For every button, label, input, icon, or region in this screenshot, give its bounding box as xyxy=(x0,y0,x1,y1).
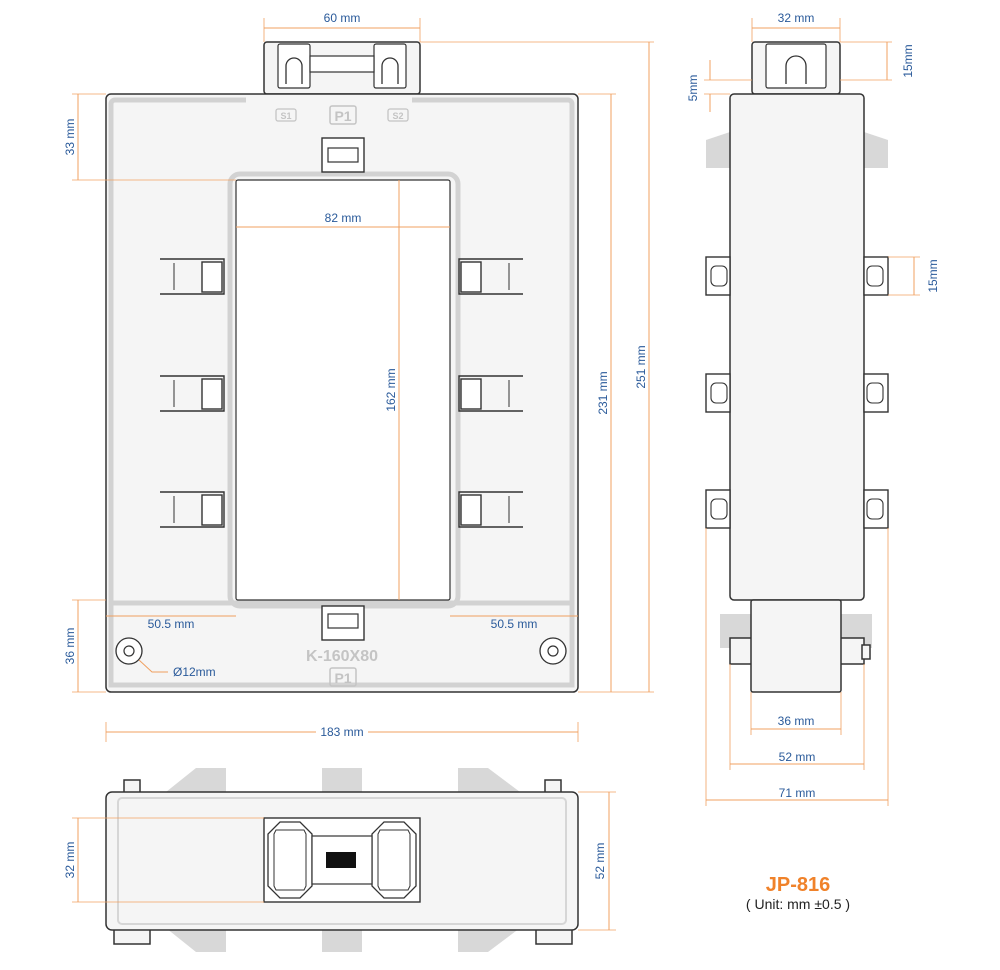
front-bottom-clip xyxy=(321,605,365,641)
dim-front-window-width: 82 mm xyxy=(236,211,450,228)
svg-text:60 mm: 60 mm xyxy=(324,11,361,25)
dim-front-top-width: 60 mm xyxy=(263,11,421,42)
bottom-tab-top-mid xyxy=(322,768,362,792)
front-model-marking: K-160X80 xyxy=(306,648,378,665)
dim-side-clip-height: 15mm xyxy=(888,256,940,296)
svg-text:36 mm: 36 mm xyxy=(63,628,77,665)
dim-front-window-height: 162 mm xyxy=(384,180,400,600)
svg-text:32 mm: 32 mm xyxy=(63,842,77,879)
svg-text:S1: S1 xyxy=(280,111,291,121)
dim-front-inner-height: 231 mm xyxy=(578,93,616,693)
svg-text:50.5 mm: 50.5 mm xyxy=(491,617,538,631)
svg-text:162 mm: 162 mm xyxy=(384,368,398,411)
side-base xyxy=(720,599,872,693)
svg-text:Ø12mm: Ø12mm xyxy=(173,665,216,679)
front-view: S1 P1 S2 K-160X80 P1 xyxy=(63,11,654,742)
svg-text:82 mm: 82 mm xyxy=(325,211,362,225)
dim-side-top-gap: 5mm xyxy=(686,60,752,112)
front-mount-hole-right xyxy=(539,637,567,665)
dim-front-hole-diameter: Ø12mm xyxy=(138,659,216,679)
dim-front-total-height: 251 mm xyxy=(420,41,654,693)
dim-side-top-height: 15mm xyxy=(840,41,915,81)
side-clip-left-2 xyxy=(705,373,731,413)
side-clip-right-3 xyxy=(863,489,889,529)
side-clip-right-1 xyxy=(863,256,889,296)
svg-text:5mm: 5mm xyxy=(686,75,700,102)
dim-front-top-offset: 33 mm xyxy=(63,93,236,181)
bottom-tab-bottom-left xyxy=(166,928,226,952)
front-mark-s1: S1 xyxy=(275,108,297,122)
dim-front-total-width: 183 mm xyxy=(105,722,579,742)
svg-text:231 mm: 231 mm xyxy=(596,371,610,414)
front-top-clip xyxy=(321,137,365,173)
svg-text:33 mm: 33 mm xyxy=(63,119,77,156)
front-inner-outline xyxy=(108,97,575,688)
front-mount-hole-left xyxy=(115,637,143,665)
svg-text:15mm: 15mm xyxy=(901,44,915,77)
bottom-body-rim xyxy=(117,797,567,925)
front-right-clip-3 xyxy=(458,491,523,528)
dim-front-left-margin: 50.5 mm xyxy=(106,615,236,631)
unit-note: ( Unit: mm ±0.5 ) xyxy=(746,896,850,912)
svg-text:71 mm: 71 mm xyxy=(779,786,816,800)
front-mark-p1-bottom: P1 xyxy=(329,667,357,687)
svg-text:52 mm: 52 mm xyxy=(593,843,607,880)
front-mark-s2: S2 xyxy=(387,108,409,122)
front-top-connector xyxy=(263,41,421,95)
bottom-tab-top-left xyxy=(166,768,226,792)
svg-text:32 mm: 32 mm xyxy=(778,11,815,25)
dim-side-top-width: 32 mm xyxy=(751,11,841,42)
side-flange-top-right xyxy=(864,132,888,168)
dim-side-base-71: 71 mm xyxy=(705,528,889,806)
svg-text:183 mm: 183 mm xyxy=(320,725,363,739)
front-left-clip-2 xyxy=(160,375,225,412)
svg-text:P1: P1 xyxy=(334,670,351,686)
bottom-tab-bottom-mid xyxy=(322,928,362,952)
svg-text:S2: S2 xyxy=(392,111,403,121)
dim-side-base-36: 36 mm xyxy=(750,692,842,735)
model-title: JP-816 xyxy=(766,874,831,896)
bottom-tab-top-right xyxy=(458,768,520,792)
front-right-clip-2 xyxy=(458,375,523,412)
side-body xyxy=(729,93,865,601)
side-view: 32 mm 15mm 5mm 15mm 36 mm xyxy=(686,11,940,806)
front-right-clip-1 xyxy=(458,258,523,295)
front-left-clip-1 xyxy=(160,258,225,295)
svg-text:P1: P1 xyxy=(334,108,351,124)
svg-text:15mm: 15mm xyxy=(926,259,940,292)
bottom-tab-bottom-right xyxy=(458,928,520,952)
dim-side-base-52: 52 mm xyxy=(729,664,865,770)
side-flange-top-left xyxy=(706,132,730,168)
side-clip-right-2 xyxy=(863,373,889,413)
dim-front-right-margin: 50.5 mm xyxy=(450,615,578,631)
dim-front-bottom-height: 36 mm xyxy=(63,599,106,693)
dim-bottom-window-height: 32 mm xyxy=(63,817,264,903)
svg-text:251 mm: 251 mm xyxy=(634,345,648,388)
side-top-connector xyxy=(751,41,841,95)
front-mark-p1-top: P1 xyxy=(329,105,357,125)
svg-text:36 mm: 36 mm xyxy=(778,714,815,728)
front-left-clip-3 xyxy=(160,491,225,528)
svg-text:50.5 mm: 50.5 mm xyxy=(148,617,195,631)
bottom-view: 32 mm 52 mm xyxy=(63,768,616,952)
bottom-connector xyxy=(263,817,421,903)
side-clip-left-1 xyxy=(705,256,731,296)
side-clip-left-3 xyxy=(705,489,731,529)
dim-bottom-total-height: 52 mm xyxy=(578,791,616,931)
svg-text:52 mm: 52 mm xyxy=(779,750,816,764)
front-window xyxy=(235,179,451,601)
